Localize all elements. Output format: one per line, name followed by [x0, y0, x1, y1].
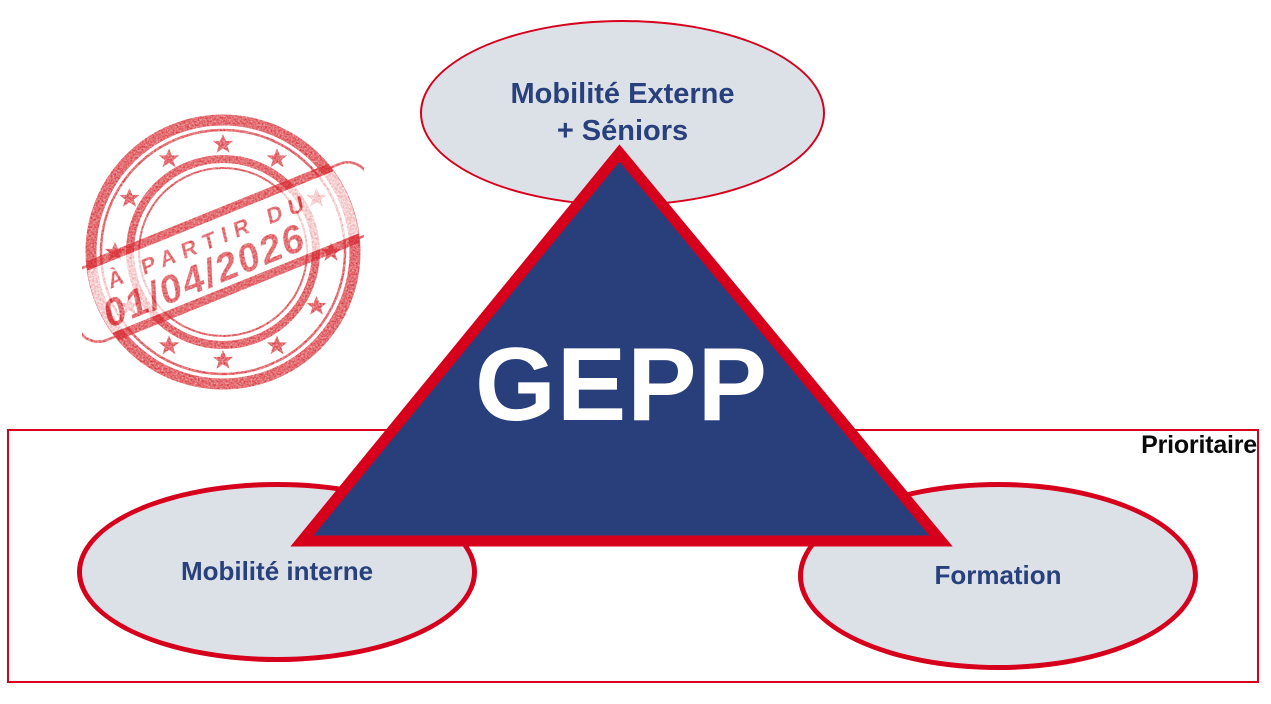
node-label-line1: Formation — [934, 560, 1062, 591]
node-label-line1: Mobilité Externe — [510, 77, 735, 110]
node-label-wrapper: Mobilité interne — [167, 555, 387, 588]
node-label-wrapper: Mobilité Externe + Séniors — [497, 76, 749, 150]
center-triangle-label: GEPP — [475, 327, 768, 443]
node-label-line2: + Séniors — [556, 115, 689, 147]
center-triangle[interactable] — [290, 141, 953, 553]
node-label-wrapper: Formation — [920, 559, 1075, 592]
priority-group-label: Prioritaire — [1141, 431, 1257, 459]
node-formation[interactable]: Formation — [798, 482, 1198, 670]
stamp-icon: À PARTIR DU 01/04/2026 — [82, 112, 364, 392]
node-label-line1: Mobilité interne — [180, 556, 374, 587]
